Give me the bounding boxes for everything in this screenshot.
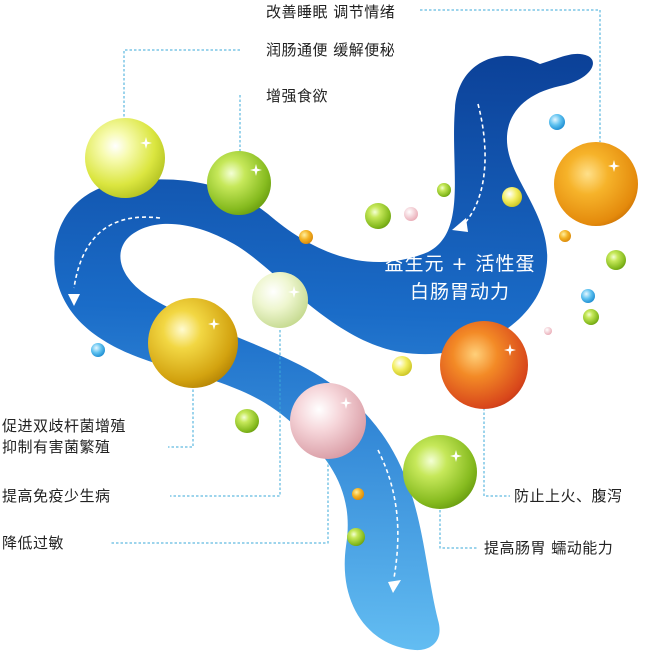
benefit-heat-diarrhea: 防止上火、腹泻	[514, 487, 623, 505]
sphere-green-bottom	[403, 435, 477, 509]
particle	[437, 183, 451, 197]
arrowhead-top	[452, 218, 468, 232]
sphere-green-top	[207, 151, 271, 215]
particle	[559, 230, 571, 242]
particle	[606, 250, 626, 270]
leader-lines	[110, 9, 601, 549]
leader-allergy	[110, 460, 329, 544]
flow-arrow-bottom	[377, 449, 399, 579]
leader-heat	[483, 408, 510, 497]
particle	[347, 528, 365, 546]
center-headline-line2: 白肠胃动力	[409, 281, 510, 303]
flow-arrow-left	[73, 216, 161, 289]
benefit-allergy: 降低过敏	[2, 534, 65, 552]
benefit-bifido-line1: 促进双歧杆菌增殖	[2, 417, 127, 435]
particle	[404, 207, 418, 221]
arrowhead-left	[68, 294, 80, 306]
benefit-appetite: 增强食欲	[266, 87, 329, 105]
particle	[583, 309, 599, 325]
arrowhead-bottom	[388, 580, 401, 593]
sphere-pink	[290, 383, 366, 459]
particle	[91, 343, 105, 357]
sphere-red-orange	[440, 321, 528, 409]
particle	[502, 187, 522, 207]
intestine-band	[54, 53, 593, 651]
benefit-immunity: 提高免疫少生病	[2, 487, 111, 505]
benefit-motility: 提高肠胃 蠕动能力	[484, 539, 614, 557]
sphere-orange-right	[554, 142, 638, 226]
benefit-sleep-mood: 改善睡眠 调节情绪	[266, 3, 396, 21]
flow-arrow-heads	[68, 218, 468, 593]
particle	[544, 327, 552, 335]
leader-immunity	[170, 330, 281, 497]
particles	[91, 114, 626, 546]
center-headline-line1: 益生元 + 活性蛋	[384, 253, 536, 275]
particle	[392, 356, 412, 376]
particle	[365, 203, 391, 229]
flow-arrow-top	[461, 103, 486, 227]
leader-motility	[439, 492, 478, 549]
particle	[235, 409, 259, 433]
sphere-yellow-green	[85, 118, 165, 198]
particle	[581, 289, 595, 303]
sphere-gold-left	[148, 298, 238, 388]
particle	[352, 488, 364, 500]
leader-sleep	[420, 9, 601, 142]
particle	[299, 230, 313, 244]
sphere-pale-green	[252, 272, 308, 328]
center-headline: 益生元 + 活性蛋 白肠胃动力	[350, 250, 570, 306]
particle	[549, 114, 565, 130]
benefit-bifido-line2: 抑制有害菌繁殖	[2, 438, 111, 456]
leader-bowel	[123, 49, 240, 118]
flow-arrows	[73, 103, 486, 579]
benefit-bowel: 润肠通便 缓解便秘	[266, 41, 396, 59]
leader-bifido	[168, 367, 194, 448]
